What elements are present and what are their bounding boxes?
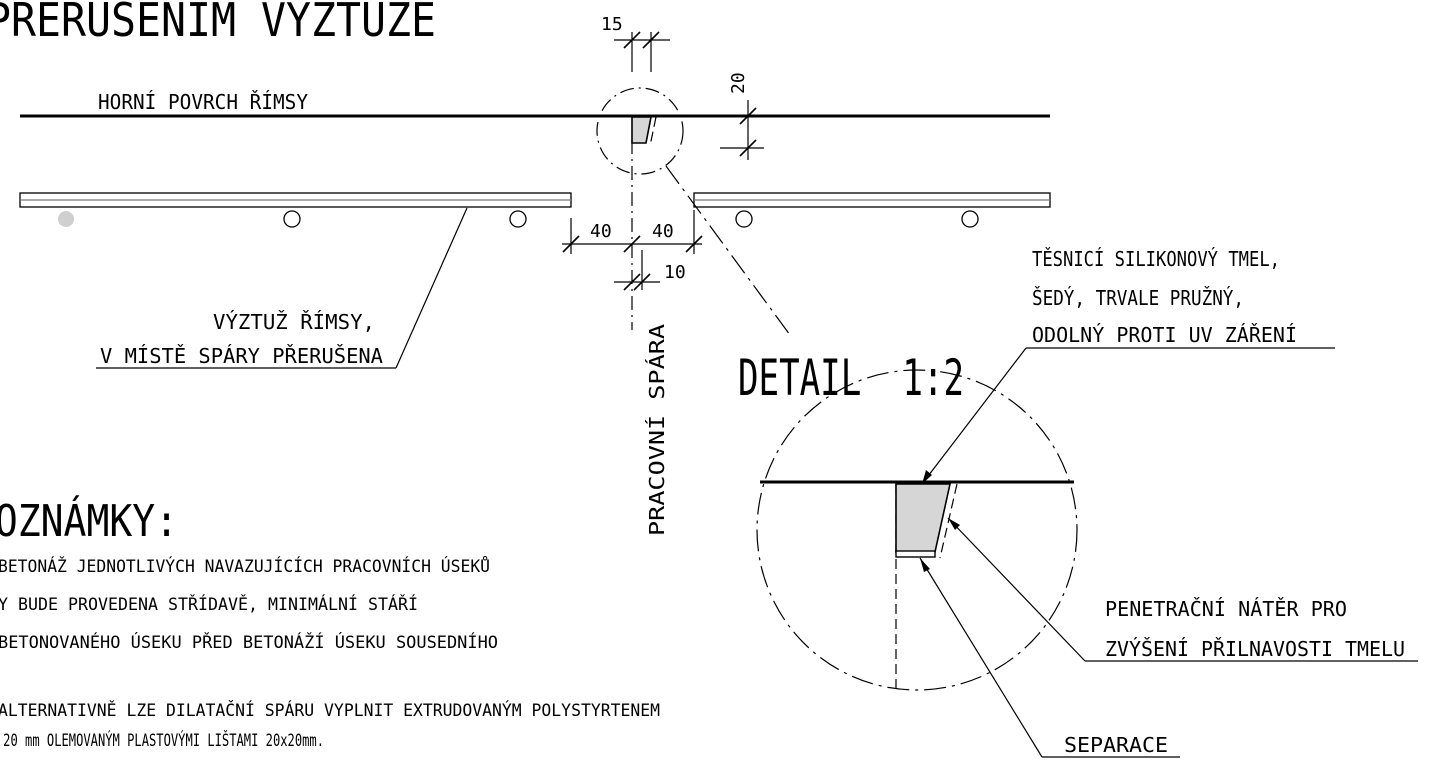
primer-label-1: PENETRAČNÍ NÁTĚR PRO — [1105, 597, 1347, 621]
sealant-label-2: ŠEDÝ, TRVALE PRUŽNÝ, — [1032, 286, 1244, 310]
note-line-4: ALTERNATIVNĚ LZE DILATAČNÍ SPÁRU VYPLNIT… — [0, 699, 660, 721]
detail-callout-leader — [665, 165, 791, 336]
note-line-2: ŘÍMSY BUDE PROVEDENA STŘÍDAVĚ, MINIMÁLNÍ… — [0, 593, 418, 615]
notes-heading: POZNÁMKY: — [0, 494, 178, 547]
separation-label: SEPARACE — [1064, 733, 1168, 757]
detail-separation — [895, 550, 936, 558]
detail-circle — [756, 369, 1078, 691]
sealant-label-3: ODOLNÝ PROTI UV ZÁŘENÍ — [1032, 323, 1297, 347]
svg-text:40: 40 — [590, 221, 612, 242]
note-line-5: TL. 20 mm OLEMOVANÝM PLASTOVÝMI LIŠTAMI … — [0, 729, 324, 751]
note-line-3: BETONOVANÉHO ÚSEKU PŘED BETONÁŽÍ ÚSEKU S… — [0, 631, 498, 653]
detail-callout-circle — [596, 87, 684, 175]
rebar-circle — [509, 210, 527, 228]
rebar-circle — [735, 210, 753, 228]
dimension-20: 20 — [720, 72, 764, 160]
rebar-label-1: VÝZTUŽ ŘÍMSY, — [213, 310, 375, 334]
primer-leader — [947, 517, 1086, 662]
svg-text:40: 40 — [652, 221, 674, 242]
detail-sealant — [895, 483, 951, 553]
rebar-label-2: V MÍSTĚ SPÁRY PŘERUŠENA — [100, 344, 383, 368]
dimension-10: 10 — [614, 250, 686, 291]
dimension-40-40: 40 40 — [562, 210, 703, 254]
joint-label: PRACOVNÍ SPÁRA — [645, 324, 669, 536]
primer-label-2: ZVÝŠENÍ PŘILNAVOSTI TMELU — [1105, 637, 1405, 661]
detail-primer-line — [939, 483, 958, 559]
top-surface-label: HORNÍ POVRCH ŘÍMSY — [98, 90, 308, 114]
rebar-circle-grey — [58, 211, 74, 227]
svg-text:15: 15 — [601, 14, 623, 35]
drawing-title: PŘERUŠENÍM VÝZTUŽE — [0, 0, 436, 47]
dimension-15: 15 — [601, 14, 670, 72]
separation-leader — [919, 557, 1043, 758]
joint-sealant-small — [631, 116, 652, 144]
sealant-label-1: TĚSNICÍ SILIKONOVÝ TMEL, — [1032, 247, 1280, 271]
rebar-leader — [395, 207, 468, 369]
rebar-circle — [961, 210, 979, 228]
note-line-1: BETONÁŽ JEDNOTLIVÝCH NAVAZUJÍCÍCH PRACOV… — [0, 555, 490, 577]
sealant-leader — [921, 347, 1027, 485]
svg-text:20: 20 — [728, 72, 749, 94]
rebar-circle — [283, 210, 301, 228]
svg-text:10: 10 — [664, 262, 686, 283]
detail-title: DETAIL 1:2 — [738, 349, 964, 407]
